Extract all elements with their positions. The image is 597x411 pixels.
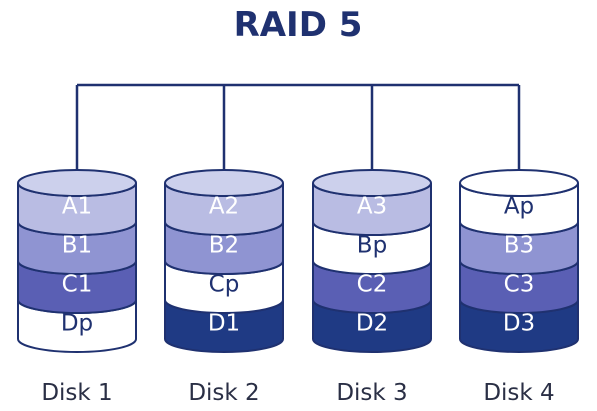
disk-2-segment-2-label: B2 bbox=[209, 233, 239, 259]
disk-2-label: Disk 2 bbox=[188, 380, 259, 406]
disk-1-label: Disk 1 bbox=[41, 380, 112, 406]
disk-4-label: Disk 4 bbox=[483, 380, 554, 406]
disk-3-top-cap bbox=[312, 169, 432, 197]
disk-4-segment-4-label: D3 bbox=[503, 311, 535, 337]
disk-4-segment-3-label: C3 bbox=[504, 272, 535, 298]
disk-3-label: Disk 3 bbox=[336, 380, 407, 406]
disk-1-top-cap bbox=[17, 169, 137, 197]
disk-2-segment-3-label: Cp bbox=[209, 272, 240, 298]
disk-3-segment-3-label: C2 bbox=[357, 272, 388, 298]
disk-1-segment-4-label: Dp bbox=[61, 311, 93, 337]
disk-4-segment-1-label: Ap bbox=[504, 194, 534, 220]
disk-4-segment-2-label: B3 bbox=[504, 233, 534, 259]
disk-3-segment-4-label: D2 bbox=[356, 311, 388, 337]
disk-3-segment-1-label: A3 bbox=[357, 194, 387, 220]
disk-2-segment-4-label: D1 bbox=[208, 311, 240, 337]
disk-2-segment-1-label: A2 bbox=[209, 194, 239, 220]
connector-lines bbox=[75, 83, 521, 170]
disk-4-top-cap bbox=[459, 169, 579, 197]
disk-1-segment-3-label: C1 bbox=[62, 272, 93, 298]
disk-3-segment-2-label: Bp bbox=[357, 233, 387, 259]
disk-2-top-cap bbox=[164, 169, 284, 197]
diagram-title: RAID 5 bbox=[234, 5, 363, 45]
disk-1-segment-2-label: B1 bbox=[62, 233, 92, 259]
disk-1-segment-1-label: A1 bbox=[62, 194, 92, 220]
